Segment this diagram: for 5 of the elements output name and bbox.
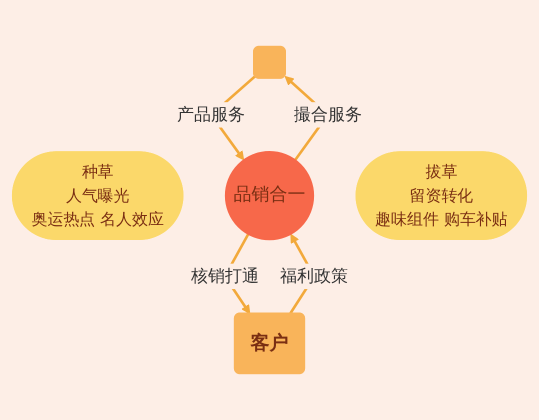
node-circle: 品销合一 bbox=[224, 151, 314, 240]
edge-label: 福利政策 bbox=[280, 266, 348, 286]
edge-label: 产品服务 bbox=[177, 104, 246, 124]
edge-label: 撮合服务 bbox=[294, 104, 362, 124]
edge-label: 核销打通 bbox=[190, 266, 259, 286]
